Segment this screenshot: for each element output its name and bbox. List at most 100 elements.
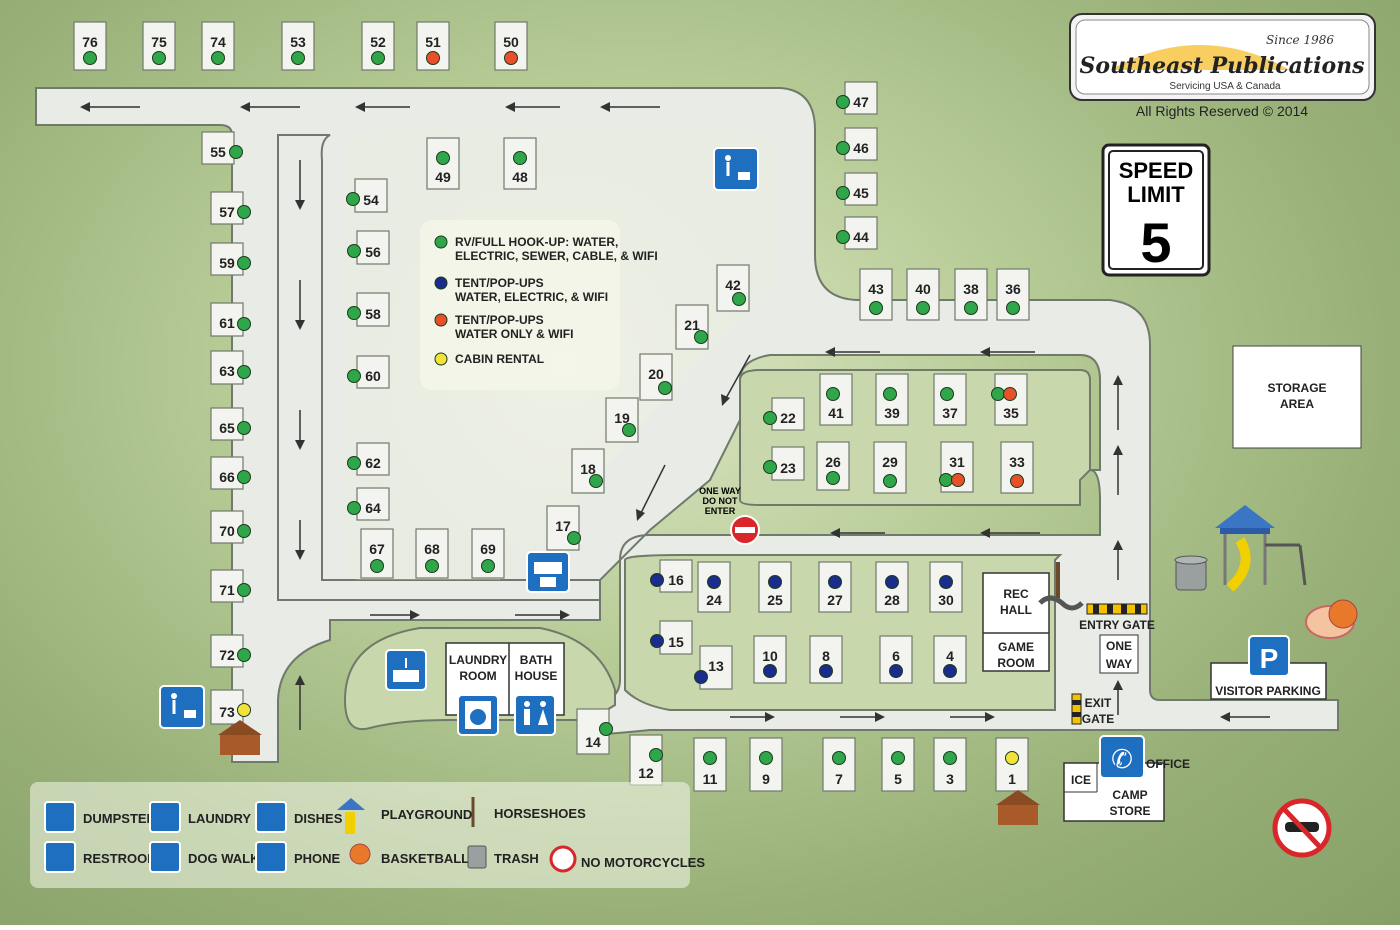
campsite-28: 28	[875, 561, 909, 613]
site-number: 53	[290, 34, 306, 50]
campsite-43: 43	[859, 268, 893, 321]
legend-label: RESTROOM	[83, 851, 158, 866]
site-number: 73	[219, 704, 235, 720]
site-pad	[356, 442, 390, 476]
campsite-35: 35	[991, 373, 1028, 426]
site-number: 21	[684, 317, 700, 333]
campsite-54: 54	[346, 178, 388, 213]
hookup-color-dot	[434, 313, 448, 327]
laundry-room-line1: LAUNDRY	[449, 653, 507, 667]
legend-basketball: BASKETBALL	[349, 843, 469, 866]
site-pad	[210, 456, 244, 490]
site-number: 38	[963, 281, 979, 297]
site-hookup-dot	[991, 387, 1005, 401]
site-hookup-dot	[759, 751, 773, 765]
campsite-72: 72	[210, 634, 251, 668]
storage-line1: STORAGE	[1267, 381, 1326, 395]
site-number: 15	[668, 634, 684, 650]
phone-icon: ✆	[1099, 735, 1145, 779]
site-number: 67	[369, 541, 385, 557]
campsite-45: 45	[836, 172, 878, 206]
storage-line2: AREA	[1280, 397, 1314, 411]
campsite-68: 68	[415, 528, 449, 579]
campsite-16: 16	[650, 559, 693, 593]
legend-laundry: LAUNDRY	[149, 801, 251, 833]
campsite-9: 9	[749, 737, 783, 792]
campsite-14: 14	[576, 708, 613, 755]
site-hookup-dot	[622, 423, 636, 437]
site-hookup-dot	[763, 664, 777, 678]
site-number: 5	[894, 771, 902, 787]
campsite-1: 1	[995, 737, 1029, 792]
legend-label: LAUNDRY	[188, 811, 251, 826]
site-hookup-dot	[650, 634, 664, 648]
site-number: 18	[580, 461, 596, 477]
site-number: 70	[219, 523, 235, 539]
entry-gate: ENTRY GATE ONE WAY	[1079, 603, 1155, 674]
site-number: 3	[946, 771, 954, 787]
site-number: 4	[946, 648, 954, 664]
site-number: 19	[614, 410, 630, 426]
campsite-5: 5	[881, 737, 915, 792]
no-motorcycles-icon	[1272, 798, 1332, 858]
site-number: 51	[425, 34, 441, 50]
camp-store-line1: CAMP	[1112, 788, 1147, 802]
site-pad	[356, 355, 390, 389]
do-not-enter-sign: ONE WAY DO NOT ENTER	[699, 486, 760, 545]
legend-label: TRASH	[494, 851, 539, 866]
campsite-38: 38	[954, 268, 988, 321]
site-number: 26	[825, 454, 841, 470]
legend-no-motorcycles: NO MOTORCYCLES	[549, 845, 705, 873]
camp-store-line2: STORE	[1109, 804, 1150, 818]
campsite-15: 15	[650, 620, 693, 655]
campsite-27: 27	[818, 561, 852, 613]
playground-icon	[1215, 505, 1307, 592]
hookup-color-dot	[434, 352, 448, 366]
dog-walk-icon	[713, 147, 759, 191]
campsite-39: 39	[875, 373, 909, 426]
site-pad	[210, 302, 244, 337]
do-not-enter-line2: DO NOT	[703, 496, 739, 506]
legend-label: PHONE	[294, 851, 341, 866]
site-hookup-dot	[237, 470, 251, 484]
campsite-13: 13	[694, 645, 733, 690]
site-number: 17	[555, 518, 571, 534]
one-way-line1: ONE	[1106, 639, 1132, 653]
visitor-parking-label: VISITOR PARKING	[1215, 684, 1321, 698]
site-number: 43	[868, 281, 884, 297]
campsite-3: 3	[933, 737, 967, 792]
site-pad	[210, 350, 244, 385]
campsite-36: 36	[996, 268, 1030, 321]
dishes-icon	[385, 649, 427, 691]
hookup-legend-item: RV/FULL HOOK-UP: WATER,ELECTRIC, SEWER, …	[434, 235, 658, 263]
site-hookup-dot	[885, 575, 899, 589]
site-pad	[210, 634, 244, 668]
campsite-44: 44	[836, 216, 878, 250]
legend-label: DOG WALK	[188, 851, 260, 866]
office-building: ICE OFFICE CAMP STORE	[1063, 757, 1190, 822]
site-hookup-dot	[889, 664, 903, 678]
site-hookup-dot	[599, 722, 613, 736]
map-icons: ✆	[159, 147, 1358, 858]
campsite-66: 66	[210, 456, 251, 490]
site-hookup-dot	[819, 664, 833, 678]
site-hookup-dot	[732, 292, 746, 306]
site-hookup-dot	[650, 573, 664, 587]
site-hookup-dot	[940, 387, 954, 401]
laundry-icon	[149, 801, 181, 833]
svg-text:✆: ✆	[1111, 745, 1133, 775]
campsite-67: 67	[360, 528, 394, 579]
campsite-7: 7	[822, 737, 856, 792]
site-pad	[844, 172, 878, 206]
site-hookup-dot	[152, 51, 166, 65]
site-hookup-dot	[211, 51, 225, 65]
site-number: 41	[828, 405, 844, 421]
site-hookup-dot	[513, 151, 527, 165]
site-number: 22	[780, 410, 796, 426]
site-hookup-dot	[703, 751, 717, 765]
speed-limit-sign: SPEED LIMIT 5	[1101, 143, 1211, 277]
site-number: 71	[219, 582, 235, 598]
legend-label: HORSESHOES	[494, 806, 586, 821]
